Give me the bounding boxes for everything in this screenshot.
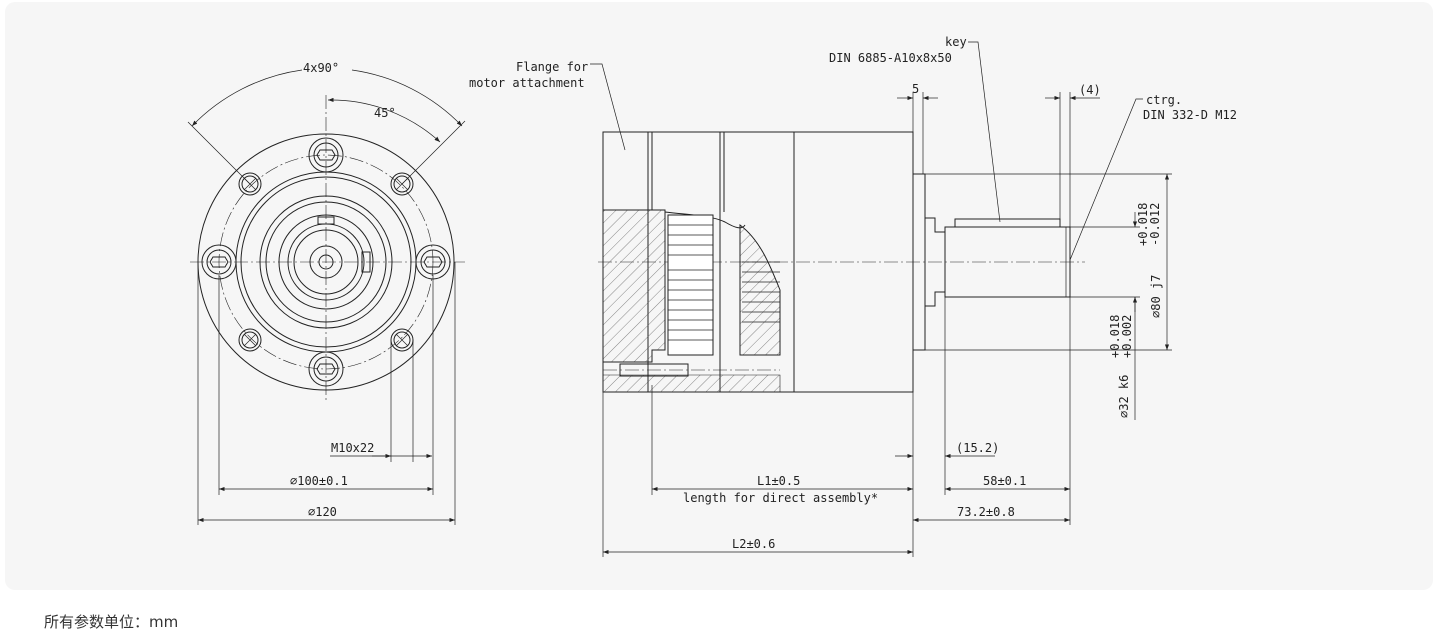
key-label: key [945,35,967,49]
thread-label: M10x22 [331,441,374,455]
center-hole-label: ctrg. [1146,93,1182,107]
dim-15-2-label: (15.2) [956,441,999,455]
dim-73-label: 73.2±0.8 [957,505,1015,519]
dim-4-label: (4) [1079,83,1101,97]
angle-45-label: 45° [374,106,396,120]
dia-80-tol-upper: +0.018 [1136,203,1150,246]
flange-label-line1: Flange for [516,60,588,74]
angle-4x90-label: 4x90° [303,61,339,75]
dim-58-label: 58±0.1 [983,474,1026,488]
technical-drawing: 4x90° 45° M10x22 ⌀100±0.1 ⌀120 [187,35,1237,557]
dia-32-label: ⌀32 k6 [1117,375,1131,418]
dim-5-label: 5 [912,82,919,96]
dim-l1-note: length for direct assembly* [683,491,878,505]
flange-label-line2: motor attachment [469,76,585,90]
outer-diameter-label: ⌀120 [308,505,337,519]
dim-l2-label: L2±0.6 [732,537,775,551]
gear-teeth [668,224,780,341]
front-view: 4x90° 45° M10x22 ⌀100±0.1 ⌀120 [187,61,466,525]
dia-80-tol-lower: -0.012 [1148,203,1162,246]
dia-80-label: ⌀80 j7 [1149,275,1163,318]
center-hole-spec: DIN 332-D M12 [1143,108,1237,122]
bolt-circle-label: ⌀100±0.1 [290,474,348,488]
dim-l1-label: L1±0.5 [757,474,800,488]
dia-32-tol-lower: +0.002 [1120,315,1134,358]
key-spec: DIN 6885-A10x8x50 [829,51,952,65]
side-view: Flange for motor attachment key DIN 6885… [469,35,1237,557]
dia-32-tol-upper: +0.018 [1108,315,1122,358]
units-note: 所有参数单位：mm [44,613,179,631]
